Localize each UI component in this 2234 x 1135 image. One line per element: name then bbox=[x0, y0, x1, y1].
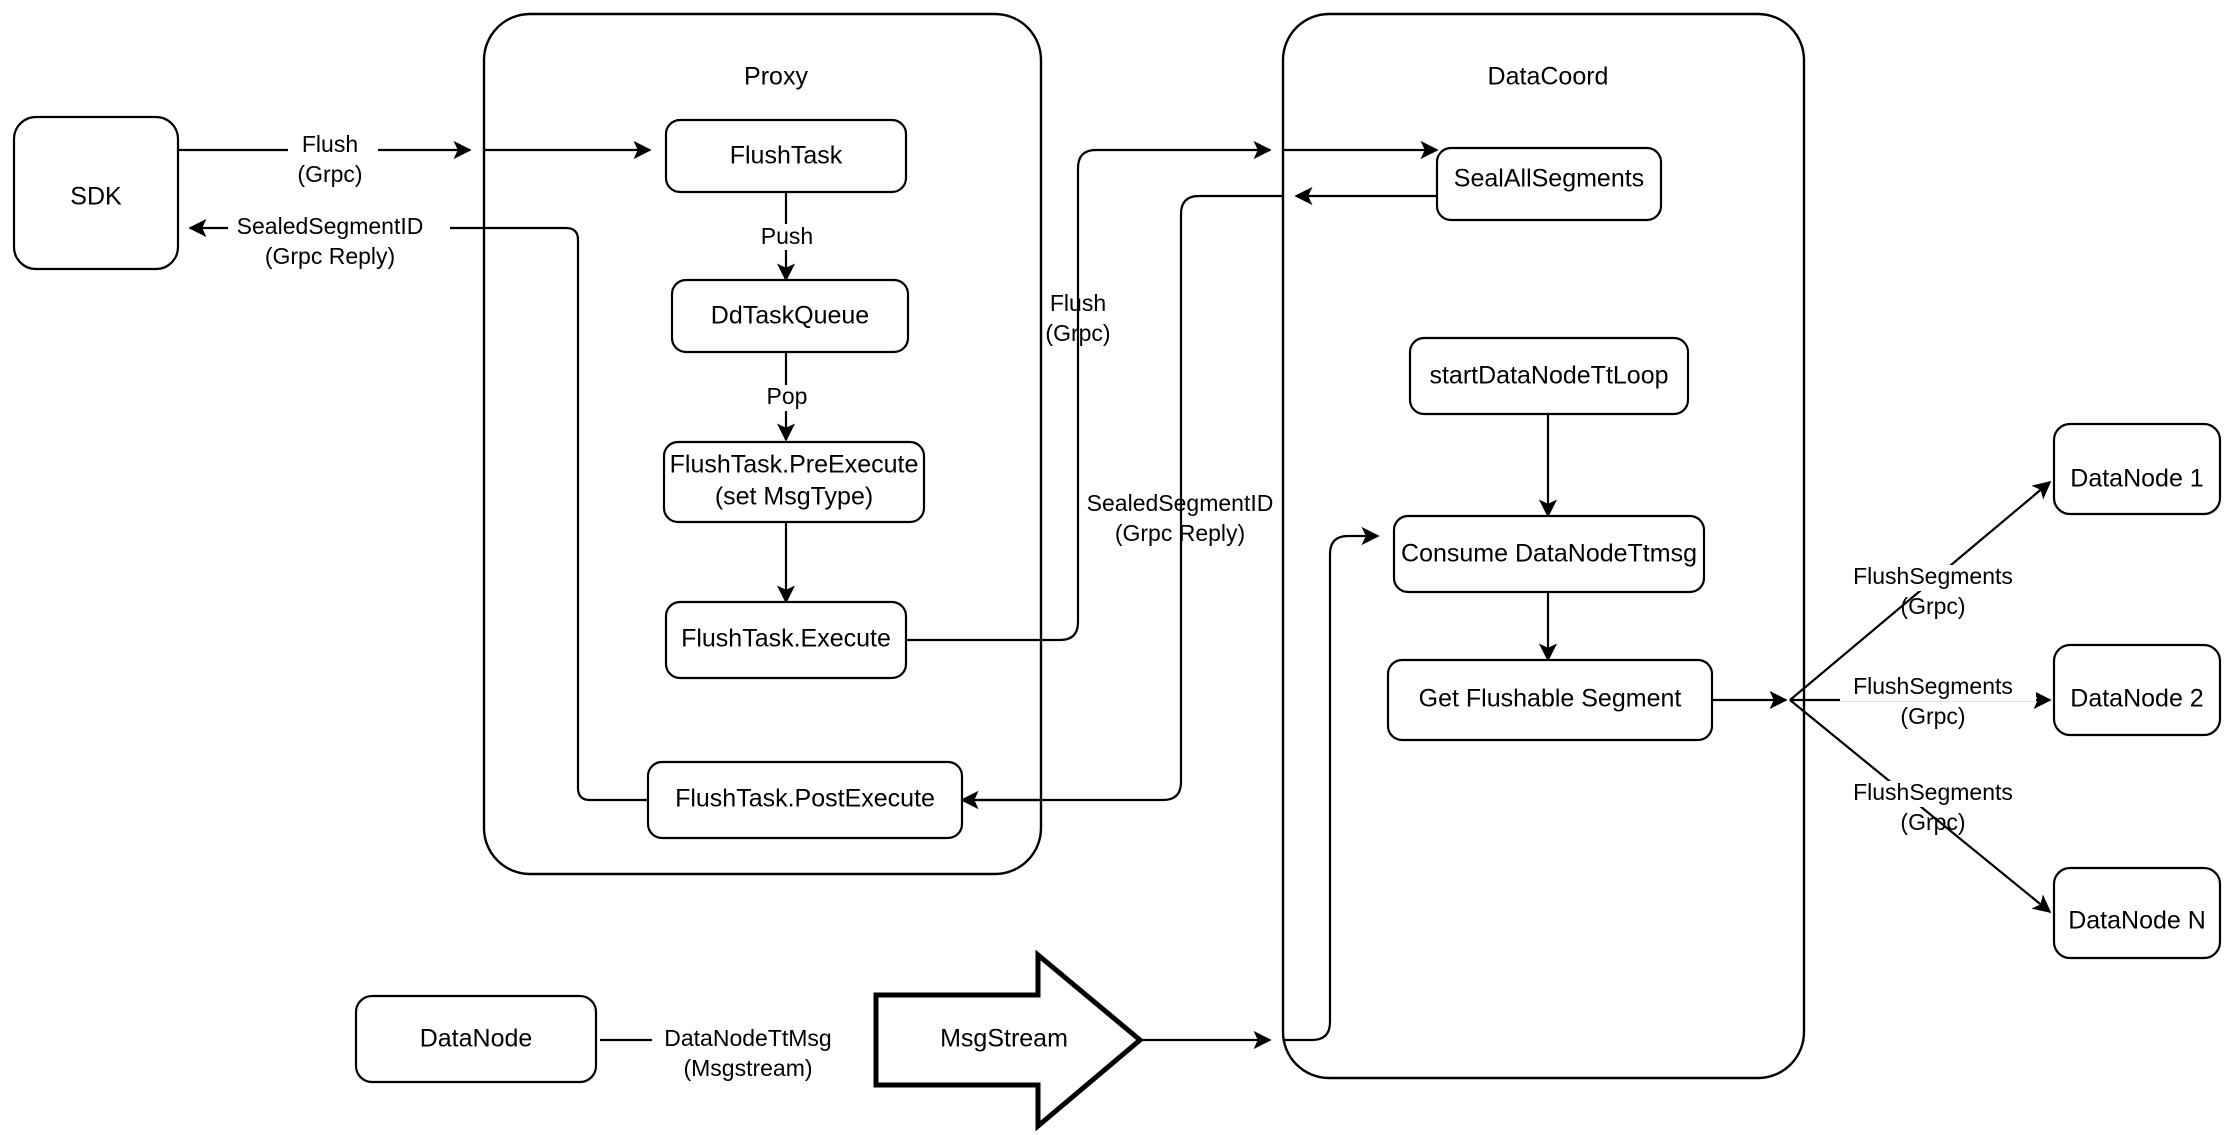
execute-label: FlushTask.Execute bbox=[681, 625, 891, 653]
coord-flush-label-line1: Flush bbox=[1050, 290, 1106, 316]
sealallsegments-label: SealAllSegments bbox=[1454, 165, 1644, 193]
ddtaskqueue-box[interactable] bbox=[670, 278, 910, 354]
node-msgstream[interactable]: MsgStream bbox=[873, 949, 1144, 1132]
node-datanode-n[interactable]: DataNode N bbox=[2052, 866, 2222, 960]
flushsegments2-label-line1: FlushSegments bbox=[1853, 673, 2013, 699]
edge-execute-to-sealallsegments bbox=[906, 140, 1272, 642]
sdk-flush-label-line2: (Grpc) bbox=[297, 161, 362, 187]
node-flush-task[interactable]: FlushTask bbox=[664, 118, 908, 194]
edge-label-flushsegments-n: FlushSegments (Grpc) bbox=[1840, 779, 2036, 835]
edge-sealedsegmentid-to-postexecute bbox=[960, 194, 1283, 810]
edge-label-flushsegments-2: FlushSegments (Grpc) bbox=[1840, 673, 2036, 729]
datacoord-title: DataCoord bbox=[1488, 63, 1609, 91]
datanoden-box[interactable] bbox=[2052, 866, 2222, 960]
datanode-source-box[interactable] bbox=[354, 994, 598, 1084]
ddtaskqueue-label: DdTaskQueue bbox=[711, 302, 869, 330]
consumettmsg-label: Consume DataNodeTtmsg bbox=[1401, 540, 1697, 568]
datanode1-label: DataNode 1 bbox=[2070, 465, 2203, 493]
flushtask-label: FlushTask bbox=[730, 142, 843, 170]
flushsegments2-label-line2: (Grpc) bbox=[1900, 703, 1965, 729]
proxy-title: Proxy bbox=[744, 63, 808, 91]
sdk-flush-label-line1: Flush bbox=[302, 131, 358, 157]
getflushablesegment-label: Get Flushable Segment bbox=[1419, 685, 1682, 713]
node-start-datanode-tt-loop[interactable]: startDataNodeTtLoop bbox=[1408, 336, 1690, 416]
sdk-box[interactable] bbox=[12, 115, 180, 271]
edge-label-coord-to-proxy: SealedSegmentID (Grpc Reply) bbox=[1087, 490, 1274, 546]
node-datanode-1[interactable]: DataNode 1 bbox=[2052, 422, 2222, 516]
preexecute-label-line1: FlushTask.PreExecute bbox=[670, 451, 919, 479]
edge-label-proxy-to-coord: Flush (Grpc) bbox=[1045, 290, 1110, 346]
postexecute-label: FlushTask.PostExecute bbox=[675, 785, 935, 813]
coord-reply-label-line1: SealedSegmentID bbox=[1087, 490, 1274, 516]
edge-label-pop: Pop bbox=[756, 383, 818, 411]
datanoden-label: DataNode N bbox=[2068, 907, 2206, 935]
node-flushtask-postexecute[interactable]: FlushTask.PostExecute bbox=[646, 760, 964, 840]
msgstream-arrow-shape[interactable] bbox=[873, 949, 1144, 1132]
preexecute-label-line2: (set MsgType) bbox=[715, 483, 873, 511]
edge-label-proxy-to-sdk: SealedSegmentID (Grpc Reply) bbox=[228, 213, 450, 269]
node-datanode-2[interactable]: DataNode 2 bbox=[2052, 643, 2222, 737]
startdatanodettloop-label: startDataNodeTtLoop bbox=[1429, 362, 1668, 390]
execute-box[interactable] bbox=[664, 600, 908, 680]
edge-label-sdk-to-proxy: Flush (Grpc) bbox=[288, 131, 378, 187]
node-flushtask-preexecute[interactable]: FlushTask.PreExecute (set MsgType) bbox=[662, 440, 926, 524]
edge-datacoord-to-consume bbox=[1283, 526, 1380, 1042]
getflushablesegment-box[interactable] bbox=[1386, 658, 1714, 742]
node-sdk[interactable]: SDK bbox=[12, 115, 180, 271]
datanode2-label: DataNode 2 bbox=[2070, 685, 2203, 713]
datanode2-box[interactable] bbox=[2052, 643, 2222, 737]
datanode-source-label: DataNode bbox=[420, 1025, 533, 1053]
msgstream-label: MsgStream bbox=[940, 1025, 1068, 1053]
edge-postexecute-to-sdk bbox=[188, 218, 648, 802]
datanode1-box[interactable] bbox=[2052, 422, 2222, 516]
sealallsegments-box[interactable] bbox=[1435, 146, 1663, 222]
node-dd-task-queue[interactable]: DdTaskQueue bbox=[670, 278, 910, 354]
sdk-reply-label-line1: SealedSegmentID bbox=[237, 213, 424, 239]
edge-label-push: Push bbox=[752, 223, 822, 250]
flushsegments1-label-line1: FlushSegments bbox=[1853, 563, 2013, 589]
node-datanode-source[interactable]: DataNode bbox=[354, 994, 598, 1084]
ttmsg-label-line2: (Msgstream) bbox=[683, 1055, 812, 1081]
ttmsg-label-line1: DataNodeTtMsg bbox=[664, 1025, 831, 1051]
flushsegments1-label-line2: (Grpc) bbox=[1900, 593, 1965, 619]
startdatanodettloop-box[interactable] bbox=[1408, 336, 1690, 416]
coord-reply-label-line2: (Grpc Reply) bbox=[1115, 520, 1245, 546]
flushsegmentsn-label-line2: (Grpc) bbox=[1900, 809, 1965, 835]
sdk-reply-label-line2: (Grpc Reply) bbox=[265, 243, 395, 269]
sdk-label: SDK bbox=[70, 183, 122, 211]
consumettmsg-box[interactable] bbox=[1392, 514, 1706, 594]
preexecute-box[interactable] bbox=[662, 440, 926, 524]
edge-label-datanode-ttmsg: DataNodeTtMsg (Msgstream) bbox=[652, 1025, 864, 1081]
push-label: Push bbox=[761, 223, 813, 249]
coord-flush-label-line2: (Grpc) bbox=[1045, 320, 1110, 346]
node-seal-all-segments[interactable]: SealAllSegments bbox=[1435, 146, 1663, 222]
postexecute-box[interactable] bbox=[646, 760, 964, 840]
flushtask-box[interactable] bbox=[664, 118, 908, 194]
edge-label-flushsegments-1: FlushSegments (Grpc) bbox=[1840, 563, 2036, 619]
flushsegmentsn-label-line1: FlushSegments bbox=[1853, 779, 2013, 805]
node-consume-datanode-ttmsg[interactable]: Consume DataNodeTtmsg bbox=[1392, 514, 1706, 594]
node-flushtask-execute[interactable]: FlushTask.Execute bbox=[664, 600, 908, 680]
node-get-flushable-segment[interactable]: Get Flushable Segment bbox=[1386, 658, 1714, 742]
pop-label: Pop bbox=[767, 383, 808, 409]
